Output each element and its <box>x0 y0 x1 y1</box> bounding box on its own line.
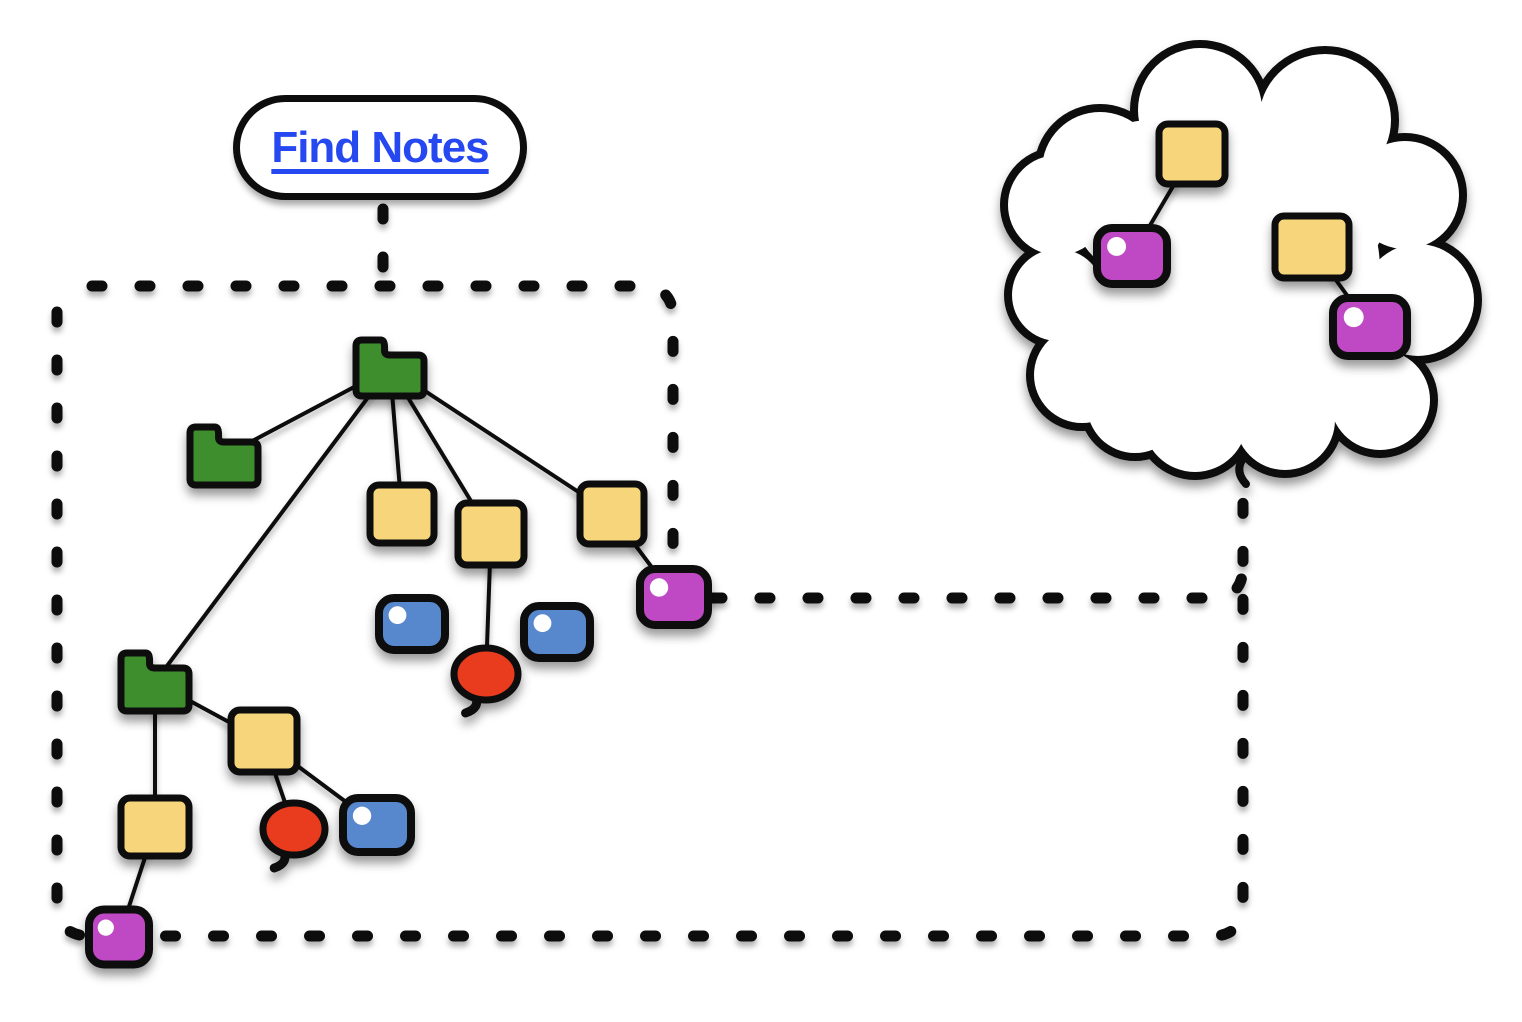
folder-shape <box>352 336 428 400</box>
note-node[interactable] <box>576 480 648 548</box>
white-dot <box>1107 237 1127 256</box>
white-dot <box>649 578 669 597</box>
folder-node[interactable] <box>352 336 428 400</box>
comment-node[interactable] <box>450 644 522 718</box>
comment-balloon-shape <box>450 644 522 704</box>
dot-note-shape <box>1093 224 1171 288</box>
note-node[interactable] <box>1155 120 1229 188</box>
note-node[interactable] <box>454 499 528 569</box>
note-node[interactable] <box>227 706 301 776</box>
find-notes-label: Find Notes <box>271 122 489 172</box>
white-dot <box>388 606 407 625</box>
dot-note-shape <box>1329 294 1411 360</box>
folder-shape <box>186 423 262 489</box>
boundary-linked-to-cloud <box>706 560 1249 604</box>
dashed-boundary-group <box>51 203 1249 942</box>
note-node[interactable] <box>1271 212 1353 282</box>
cloud-lobe-fill <box>1012 249 1104 341</box>
comment-node[interactable] <box>259 799 329 873</box>
folder-node[interactable] <box>117 649 193 715</box>
boundary-left-bottom <box>51 306 1249 942</box>
note-node[interactable] <box>117 794 193 860</box>
white-dot <box>352 806 372 825</box>
dot-note-shape <box>520 602 594 662</box>
dot-note-shape <box>85 905 153 969</box>
folder-node[interactable] <box>186 423 262 489</box>
cloud-lobe-fill <box>1080 260 1240 420</box>
cloud <box>1000 40 1482 488</box>
dot-note-shape <box>636 565 712 629</box>
linked-note-node[interactable] <box>636 565 712 629</box>
white-dot <box>97 919 114 936</box>
white-dot <box>533 614 552 633</box>
boundary-top-right <box>86 280 679 576</box>
attachment-node[interactable] <box>520 602 594 662</box>
cloud-tail <box>1235 456 1250 488</box>
linked-note-node[interactable] <box>1093 224 1171 288</box>
note-shape <box>117 794 193 860</box>
tree-edge <box>153 366 392 684</box>
attachment-node[interactable] <box>375 594 449 654</box>
attachment-node[interactable] <box>339 794 415 856</box>
note-shape <box>1271 212 1353 282</box>
note-shape <box>576 480 648 548</box>
dot-note-shape <box>375 594 449 654</box>
find-notes-button[interactable]: Find Notes <box>233 95 527 200</box>
note-node[interactable] <box>366 481 438 547</box>
note-shape <box>227 706 301 776</box>
linked-note-node[interactable] <box>1329 294 1411 360</box>
dot-note-shape <box>339 794 415 856</box>
note-shape <box>454 499 528 569</box>
comment-balloon-shape <box>259 799 329 859</box>
linked-note-node[interactable] <box>85 905 153 969</box>
note-shape <box>1155 120 1229 188</box>
white-dot <box>1343 307 1364 328</box>
note-shape <box>366 481 438 547</box>
folder-shape <box>117 649 193 715</box>
